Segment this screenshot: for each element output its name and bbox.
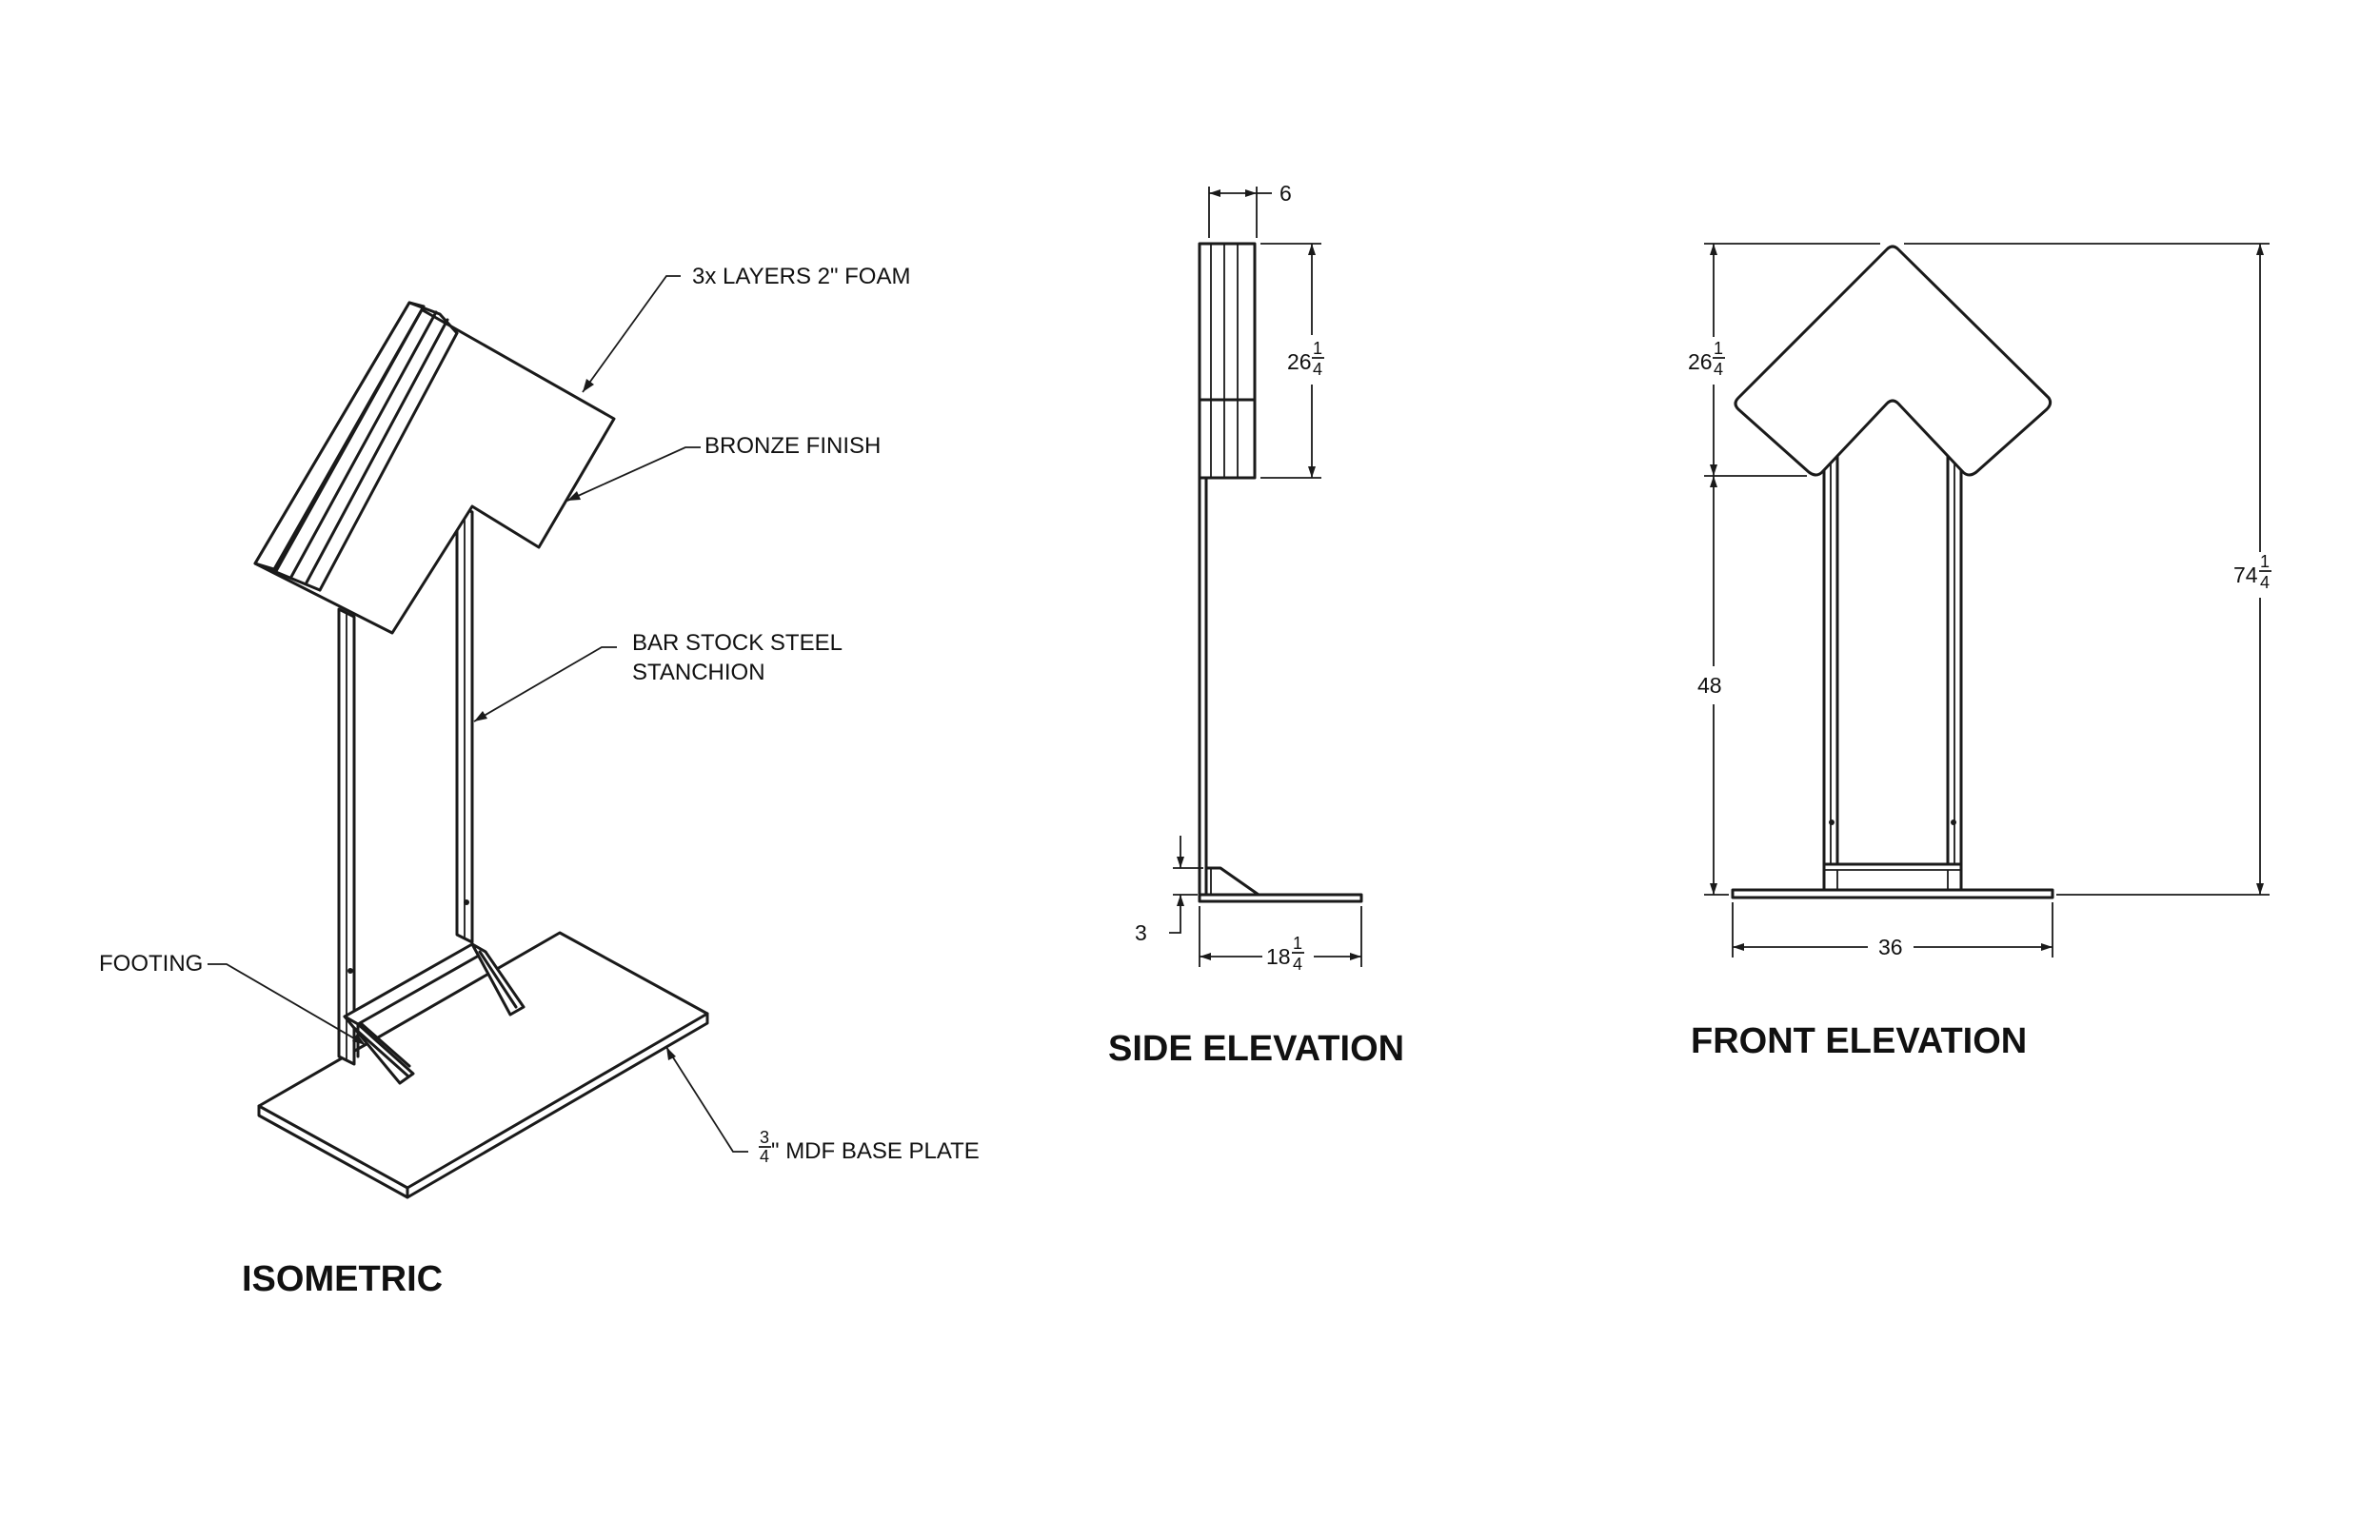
front-dimensions: 26 1 4 48 74 1 4 36 bbox=[1688, 243, 2271, 959]
side-base-den: 4 bbox=[1293, 955, 1302, 974]
front-width-dim: 36 bbox=[1878, 935, 1903, 959]
base-plate-frac-num: 3 bbox=[760, 1128, 769, 1147]
iso-arrow-head bbox=[253, 301, 616, 635]
base-plate-label: " MDF BASE PLATE bbox=[771, 1138, 980, 1164]
side-head-num: 1 bbox=[1313, 339, 1322, 358]
base-plate-callout: 3 4 " MDF BASE PLATE bbox=[759, 1128, 980, 1166]
side-base-num: 1 bbox=[1293, 934, 1302, 953]
side-head-den: 4 bbox=[1313, 360, 1322, 379]
base-plate-frac-den: 4 bbox=[760, 1147, 769, 1166]
iso-right-stanchion bbox=[455, 503, 474, 944]
front-elevation-view: 26 1 4 48 74 1 4 36 FRONT ELEVATIO bbox=[1688, 243, 2271, 1061]
iso-leaders bbox=[208, 275, 748, 1153]
footing-callout: FOOTING bbox=[99, 951, 203, 977]
isometric-title: ISOMETRIC bbox=[242, 1259, 443, 1299]
front-total-num: 1 bbox=[2260, 552, 2270, 571]
side-base-whole: 18 bbox=[1266, 944, 1291, 969]
foam-callout: 3x LAYERS 2" FOAM bbox=[692, 264, 910, 289]
front-head-num: 1 bbox=[1714, 339, 1723, 358]
front-head-whole: 26 bbox=[1688, 349, 1713, 374]
iso-left-stanchion bbox=[337, 607, 356, 1066]
front-head-den: 4 bbox=[1714, 360, 1723, 379]
stanchion-callout-line1: BAR STOCK STEEL bbox=[632, 630, 843, 656]
iso-footing bbox=[343, 942, 526, 1085]
front-base bbox=[1731, 888, 2054, 899]
isometric-view: 3x LAYERS 2" FOAM BRONZE FINISH BAR STOC… bbox=[99, 264, 980, 1299]
iso-base-plate bbox=[257, 931, 709, 1199]
side-elevation-title: SIDE ELEVATION bbox=[1108, 1029, 1404, 1069]
side-dimensions: 6 26 1 4 3 18 1 bbox=[1135, 181, 1362, 974]
side-head-whole: 26 bbox=[1287, 349, 1312, 374]
front-total-den: 4 bbox=[2260, 573, 2270, 592]
side-post bbox=[1198, 476, 1208, 897]
side-head bbox=[1198, 242, 1257, 480]
stanchion-callout-line2: STANCHION bbox=[632, 660, 765, 685]
front-arrow-head bbox=[1734, 245, 2053, 477]
side-depth-dim: 6 bbox=[1279, 181, 1292, 206]
side-elevation-view: 6 26 1 4 3 18 1 bbox=[1108, 181, 1404, 1069]
side-base bbox=[1198, 893, 1363, 903]
front-total-whole: 74 bbox=[2233, 563, 2258, 587]
front-post-dim: 48 bbox=[1697, 673, 1722, 698]
side-footing bbox=[1204, 866, 1260, 897]
front-elevation-title: FRONT ELEVATION bbox=[1691, 1021, 2027, 1061]
bronze-callout: BRONZE FINISH bbox=[704, 433, 881, 459]
side-foot-dim: 3 bbox=[1135, 920, 1147, 945]
